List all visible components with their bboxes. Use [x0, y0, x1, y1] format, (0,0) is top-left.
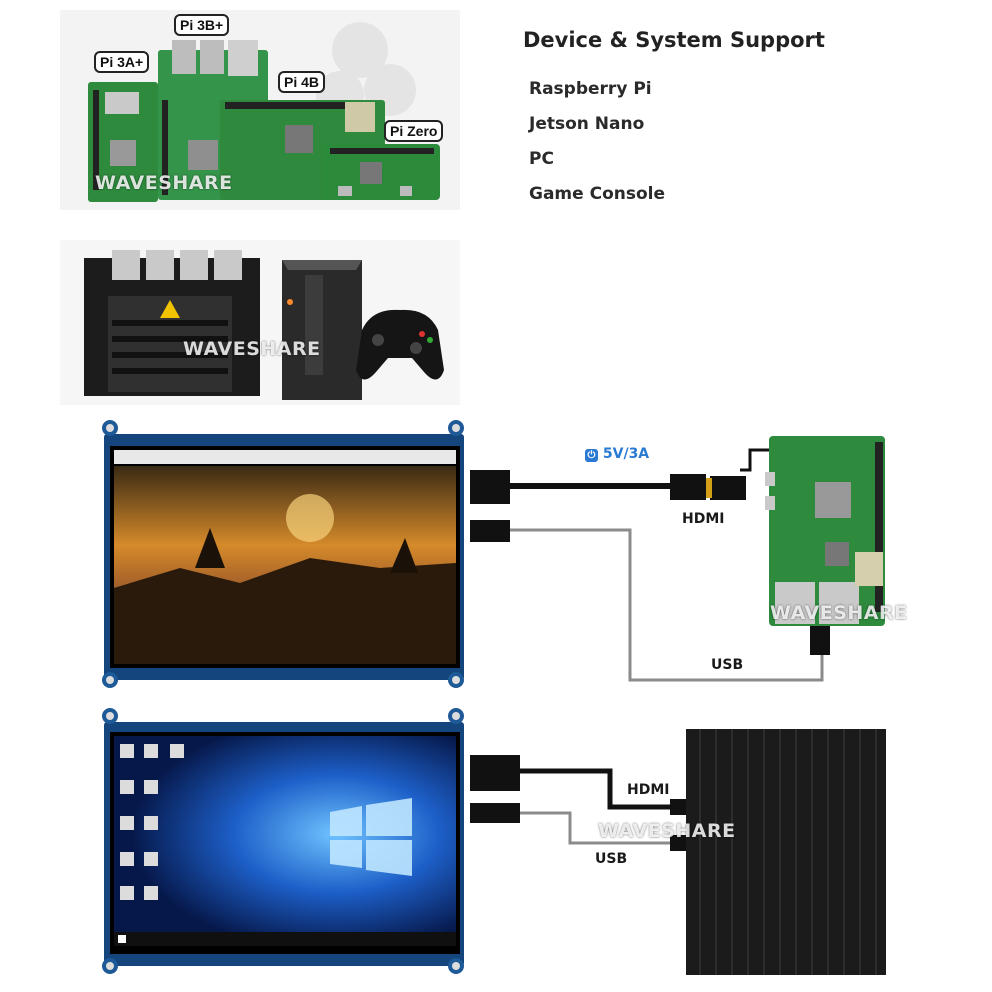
lcd-display-pi-connection — [102, 420, 464, 688]
watermark: WAVESHARE — [183, 338, 321, 360]
support-item-raspberry-pi: Raspberry Pi — [529, 79, 652, 99]
watermark: WAVESHARE — [770, 602, 908, 624]
pc-hdmi-label: HDMI — [627, 782, 670, 798]
power-label: ⏻ 5V/3A — [585, 446, 649, 462]
pc-cables — [470, 755, 688, 851]
power-value: 5V/3A — [602, 446, 650, 462]
power-icon: ⏻ — [585, 449, 598, 462]
lcd-display-pc-connection — [102, 708, 464, 974]
label-pi-zero: Pi Zero — [384, 120, 444, 142]
pc-usb-label: USB — [595, 851, 628, 867]
watermark: WAVESHARE — [598, 820, 736, 842]
pi-hdmi-label: HDMI — [682, 511, 725, 527]
support-item-game-console: Game Console — [529, 184, 665, 204]
watermark: WAVESHARE — [95, 172, 233, 194]
support-title: Device & System Support — [523, 28, 825, 52]
jetson-pc-console-image — [60, 240, 460, 405]
pi-usb-label: USB — [711, 657, 744, 673]
label-pi-3a-plus: Pi 3A+ — [94, 51, 150, 73]
raspberry-pi-4-board — [765, 436, 885, 626]
label-pi-3b-plus: Pi 3B+ — [174, 14, 230, 36]
label-pi-4b: Pi 4B — [278, 71, 326, 93]
raspberry-pi-boards-image — [60, 10, 460, 210]
pi-cables — [470, 448, 830, 682]
support-item-pc: PC — [529, 149, 554, 169]
support-item-jetson-nano: Jetson Nano — [529, 114, 645, 134]
mini-pc-box — [686, 729, 886, 975]
